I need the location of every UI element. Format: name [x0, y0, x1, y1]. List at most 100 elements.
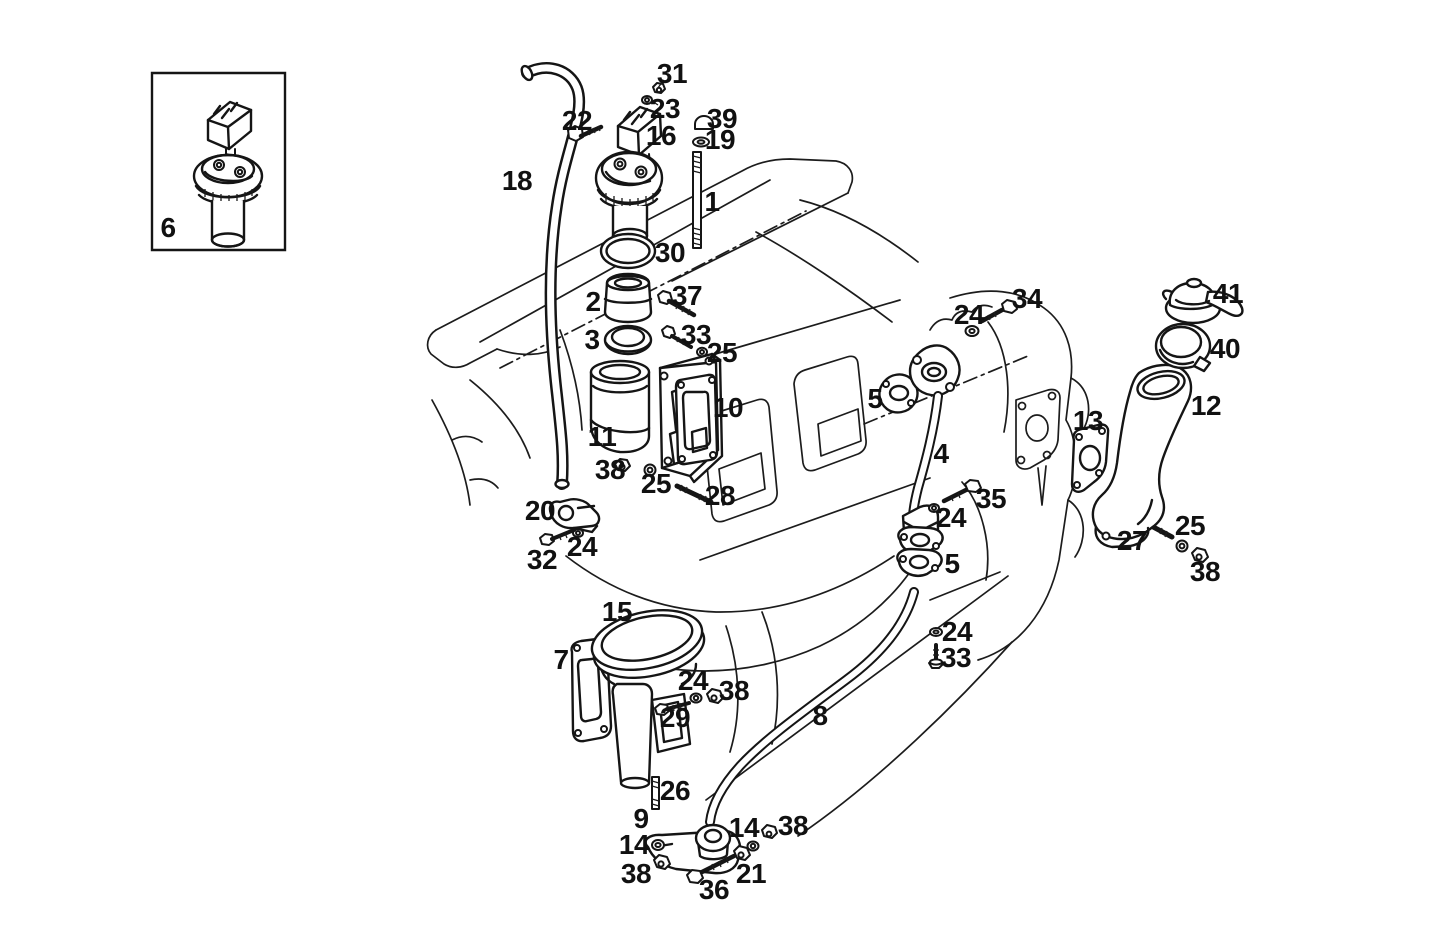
callout-part-33: 33 [940, 642, 972, 673]
washer-25-right [1177, 541, 1188, 552]
breather-hose-18 [520, 64, 580, 488]
housing-11 [591, 361, 649, 452]
callout-part-40: 40 [1209, 333, 1241, 364]
callout-part-38: 38 [620, 858, 652, 889]
callout-part-10: 10 [712, 392, 744, 423]
callout-part-36: 36 [698, 874, 730, 905]
callout-part-5: 5 [867, 383, 883, 414]
callout-part-31: 31 [656, 58, 688, 89]
callout-part-35: 35 [975, 483, 1007, 514]
gasket-10 [676, 375, 717, 464]
callout-part-5: 5 [944, 548, 960, 579]
nut-38-filler [707, 689, 723, 703]
callout-part-27: 27 [1116, 525, 1148, 556]
callout-part-30: 30 [654, 237, 686, 268]
bolt-32 [540, 530, 574, 545]
bolt-35 [944, 480, 981, 501]
bolt-33-upper [662, 326, 691, 347]
washer-14-left [652, 840, 664, 850]
callout-part-4: 4 [933, 438, 949, 469]
callout-part-25: 25 [1174, 510, 1206, 541]
callout-part-24: 24 [935, 502, 967, 533]
sleeve-2 [605, 274, 651, 322]
callout-part-25: 25 [706, 337, 738, 368]
callout-part-14: 14 [728, 812, 760, 843]
oil-filler-15 [586, 601, 709, 788]
callout-part-38: 38 [1189, 556, 1221, 587]
washer-25-upper [697, 348, 707, 356]
callout-part-18: 18 [501, 165, 533, 196]
washer-19 [693, 138, 709, 147]
callout-part-13: 13 [1072, 405, 1104, 436]
inset-breather-cap [208, 102, 251, 161]
bolt-34 [982, 300, 1017, 321]
callout-part-22: 22 [561, 105, 593, 136]
bolt-33-vertical [929, 645, 943, 668]
bolt-29 [655, 703, 689, 715]
callout-part-32: 32 [526, 544, 558, 575]
callout-part-8: 8 [812, 700, 828, 731]
gasket-13 [1072, 424, 1108, 491]
callout-part-6: 6 [160, 212, 176, 243]
stud-28 [677, 485, 711, 502]
washer-14-right [748, 842, 759, 851]
callout-part-14: 14 [618, 829, 650, 860]
callout-part-15: 15 [601, 596, 633, 627]
callout-part-38: 38 [594, 454, 626, 485]
inset-box [152, 73, 285, 250]
callout-part-23: 23 [649, 93, 681, 124]
washer-23 [642, 96, 652, 104]
tube-8-union [696, 825, 730, 859]
inset-breather-valve [194, 155, 262, 247]
seal-ring-3 [605, 326, 651, 354]
bolt-22 [568, 126, 601, 141]
cap-41 [1163, 279, 1242, 323]
flange-gasket-5-lower-b [897, 549, 941, 576]
callout-part-25: 25 [640, 468, 672, 499]
breather-body [596, 152, 662, 243]
callout-part-38: 38 [718, 675, 750, 706]
washer-24-under35 [929, 504, 939, 512]
washer-24-topright [966, 326, 979, 336]
bolt-36 [687, 856, 734, 883]
callout-part-28: 28 [704, 480, 736, 511]
stud-1 [693, 152, 701, 248]
callout-part-24: 24 [677, 665, 709, 696]
o-ring-30 [601, 234, 655, 268]
callout-part-20: 20 [524, 495, 556, 526]
clamp-20 [550, 499, 599, 532]
callout-part-39: 39 [706, 103, 738, 134]
callout-part-19: 19 [704, 124, 736, 155]
callout-part-1: 1 [704, 186, 720, 217]
nut-38-right [762, 825, 777, 838]
callout-part-26: 26 [659, 775, 691, 806]
nut-38-left [654, 855, 670, 869]
filler-elbow-12 [1093, 365, 1191, 547]
washer-25-housing [645, 465, 656, 476]
callout-part-21: 21 [735, 858, 767, 889]
callout-part-16: 16 [645, 120, 677, 151]
breather-cap-16 [618, 107, 661, 169]
callout-part-24: 24 [566, 531, 598, 562]
bolt-37 [658, 291, 694, 315]
callout-part-37: 37 [671, 280, 703, 311]
nut-38-housing [615, 459, 630, 471]
callout-part-24: 24 [953, 299, 985, 330]
callout-part-7: 7 [553, 644, 569, 675]
ring-40 [1156, 324, 1210, 371]
washer-24-center [930, 628, 942, 636]
callout-part-38: 38 [777, 810, 809, 841]
callout-part-41: 41 [1212, 278, 1244, 309]
callout-part-9: 9 [633, 803, 649, 834]
callout-part-11: 11 [587, 421, 617, 452]
washer-24-filler [691, 694, 702, 703]
nut-31 [653, 83, 665, 93]
callout-part-3: 3 [584, 324, 600, 355]
callout-part-24: 24 [941, 616, 973, 647]
callout-part-34: 34 [1011, 283, 1043, 314]
callout-part-33: 33 [680, 319, 712, 350]
cap-nut-39 [695, 116, 713, 129]
nut-21 [734, 846, 750, 860]
